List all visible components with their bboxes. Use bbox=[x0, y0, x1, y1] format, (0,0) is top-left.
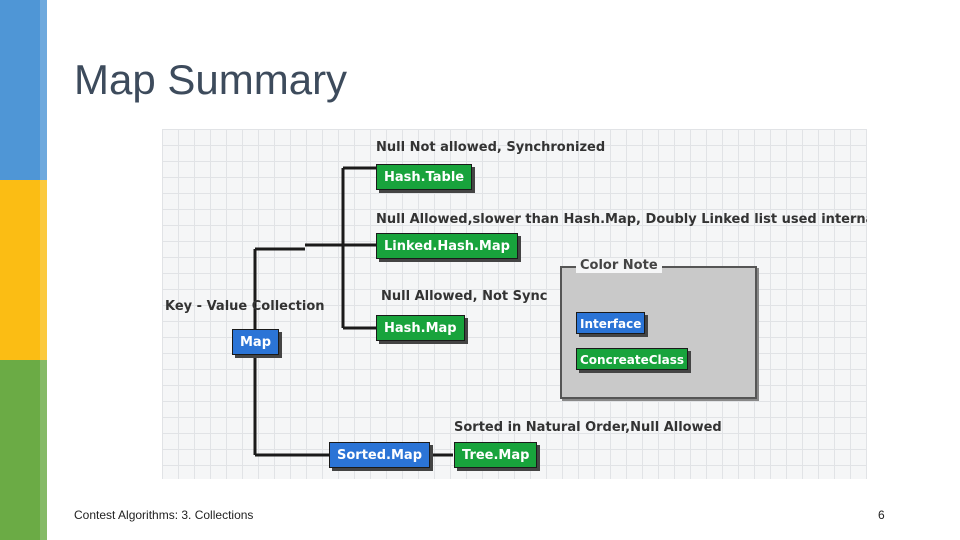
accent-bar-blue bbox=[0, 0, 47, 180]
note-hashmap: Null Allowed, Not Sync bbox=[381, 289, 548, 304]
accent-bar-green bbox=[0, 360, 47, 540]
node-linkedhashmap: Linked.Hash.Map bbox=[376, 233, 518, 259]
node-treemap: Tree.Map bbox=[454, 442, 538, 468]
legend-class-swatch: ConcreateClass bbox=[576, 348, 689, 370]
note-hashtable: Null Not allowed, Synchronized bbox=[376, 140, 606, 155]
accent-bar-yellow bbox=[0, 180, 47, 360]
note-linkedhashmap: Null Allowed,slower than Hash.Map, Doubl… bbox=[376, 212, 867, 227]
legend-interface-swatch: Interface bbox=[576, 312, 646, 334]
slide-title: Map Summary bbox=[74, 56, 348, 103]
node-hashtable: Hash.Table bbox=[376, 164, 473, 190]
page-number: 6 bbox=[878, 508, 885, 522]
accent-bar-edge bbox=[40, 0, 47, 540]
node-hashmap: Hash.Map bbox=[376, 315, 465, 341]
root-caption: Key - Value Collection bbox=[165, 299, 325, 314]
note-treemap: Sorted in Natural Order,Null Allowed bbox=[454, 420, 722, 435]
color-legend: Color Note Interface ConcreateClass bbox=[560, 258, 757, 399]
node-map: Map bbox=[232, 329, 280, 355]
connector-lines bbox=[253, 166, 453, 457]
node-sortedmap: Sorted.Map bbox=[329, 442, 430, 468]
slide-footer: Contest Algorithms: 3. Collections bbox=[74, 508, 254, 522]
legend-title: Color Note bbox=[576, 258, 662, 273]
map-hierarchy-diagram: Null Not allowed, Synchronized Hash.Tabl… bbox=[162, 129, 867, 479]
